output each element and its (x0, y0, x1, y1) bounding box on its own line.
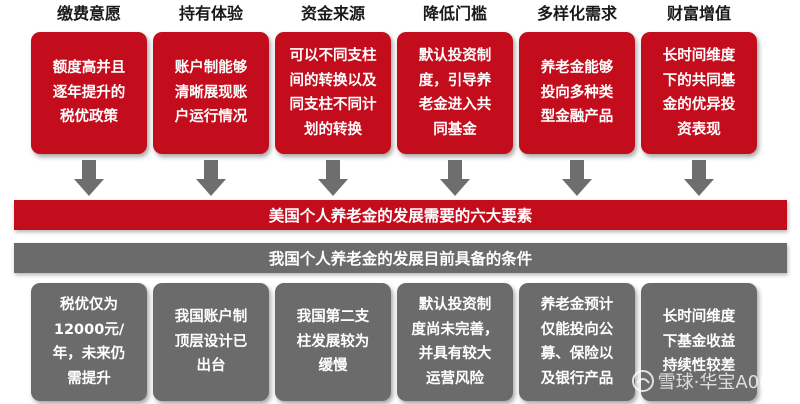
requirement-card-3: 可以不同支柱 间的转换以及 同支柱不同计 划的转换 (275, 32, 391, 154)
condition-card-3: 我国第二支 柱发展较为 缓慢 (275, 283, 391, 401)
column-title-3: 资金来源 (300, 4, 365, 23)
condition-card-1: 税优仅为 12000元/ 年，未来仍 需提升 (31, 283, 147, 401)
condition-card-2: 我国账户制 顶层设计已 出台 (153, 283, 269, 401)
requirement-card-6: 长时间维度 下的共同基 金的优异投 资表现 (641, 32, 757, 154)
down-arrow-icon (196, 160, 226, 196)
down-arrow-icon (318, 160, 348, 196)
column-title-5: 多样化需求 (536, 4, 617, 23)
down-arrow-icon (684, 160, 714, 196)
snowball-logo-icon (631, 370, 654, 392)
requirements-bar: 美国个人养老金的发展需要的六大要素 (14, 200, 787, 230)
column-title-1: 缴费意愿 (56, 4, 121, 23)
down-arrow-icon (74, 160, 104, 196)
watermark: 雪球·华宝A001 (631, 368, 782, 394)
column-title-4: 降低门槛 (422, 4, 487, 23)
condition-card-6: 长时间维度 下基金收益 持续性较差 (641, 283, 757, 401)
condition-card-4: 默认投资制 度尚未完善， 并具有较大 运营风险 (397, 283, 513, 401)
requirement-card-1: 额度高并且 逐年提升的 税优政策 (31, 32, 147, 154)
conditions-bar: 我国个人养老金的发展目前具备的条件 (14, 243, 787, 273)
requirement-card-5: 养老金能够 投向多种类 型金融产品 (519, 32, 635, 154)
column-title-2: 持有体验 (178, 4, 243, 23)
down-arrow-icon (440, 160, 470, 196)
requirement-card-4: 默认投资制 度，引导养 老金进入共 同基金 (397, 32, 513, 154)
column-title-6: 财富增值 (666, 4, 731, 23)
requirement-card-2: 账户制能够 清晰展现账 户运行情况 (153, 32, 269, 154)
watermark-text: 雪球·华宝A001 (657, 372, 782, 393)
condition-card-5: 养老金预计 仅能投向公 募、保险以 及银行产品 (519, 283, 635, 401)
down-arrow-icon (562, 160, 592, 196)
